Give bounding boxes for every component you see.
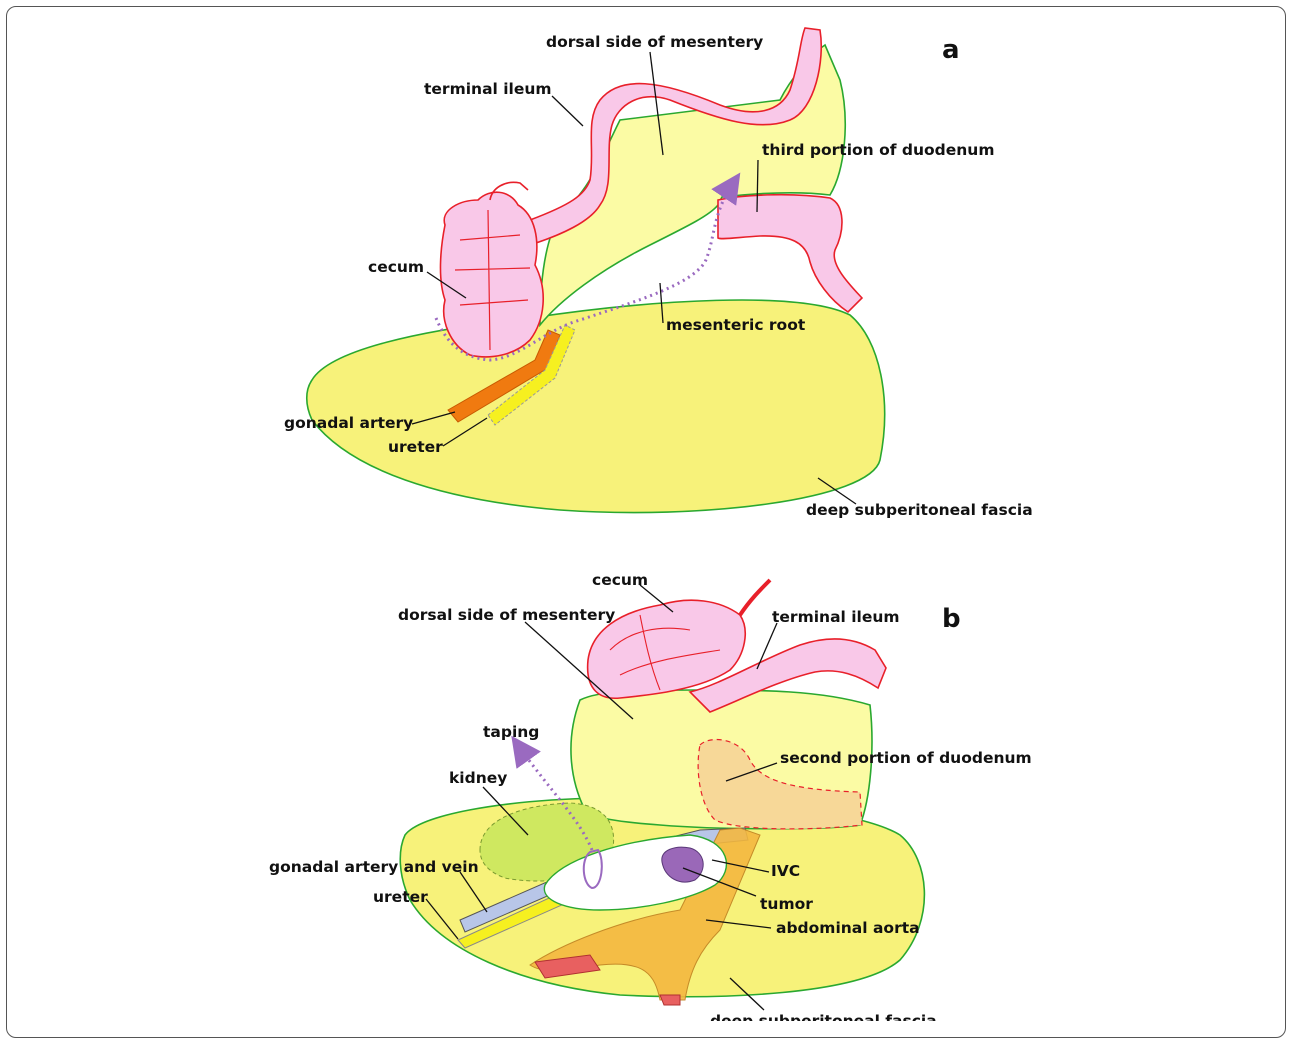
cecum-shape-a [440, 192, 543, 357]
label-deep-subperitoneal-fascia-a: deep subperitoneal fascia [806, 501, 1033, 519]
duodenum-third-portion-shape-a [718, 195, 862, 312]
label-cecum-b: cecum [592, 571, 648, 589]
label-terminal-ileum-b: terminal ileum [772, 608, 900, 626]
label-cecum-a: cecum [368, 258, 424, 276]
appendix-shape-b [740, 580, 770, 615]
panel-letter-b: b [942, 604, 961, 634]
label-ureter-a: ureter [388, 438, 443, 456]
label-dorsal-side-of-mesentery-a: dorsal side of mesentery [546, 33, 763, 51]
panel-letter-a: a [942, 35, 960, 65]
label-kidney-b: kidney [449, 769, 507, 787]
label-taping-b: taping [483, 723, 539, 741]
panel-b [400, 580, 924, 1005]
label-mesenteric-root-a: mesenteric root [666, 316, 806, 334]
label-abdominal-aorta-b: abdominal aorta [776, 919, 920, 937]
label-third-portion-of-duodenum-a: third portion of duodenum [762, 141, 994, 159]
label-tumor-b: tumor [760, 895, 813, 913]
label-ivc-b: IVC [771, 862, 800, 880]
label-ureter-b: ureter [373, 888, 428, 906]
label-deep-subperitoneal-fascia-b: deep subperitoneal fascia [710, 1012, 937, 1021]
label-gonadal-artery-and-vein-b: gonadal artery and vein [269, 858, 479, 876]
label-gonadal-artery-a: gonadal artery [284, 414, 413, 432]
label-terminal-ileum-a: terminal ileum [424, 80, 552, 98]
label-dorsal-side-of-mesentery-b: dorsal side of mesentery [398, 606, 615, 624]
label-second-portion-of-duodenum-b: second portion of duodenum [780, 749, 1032, 767]
